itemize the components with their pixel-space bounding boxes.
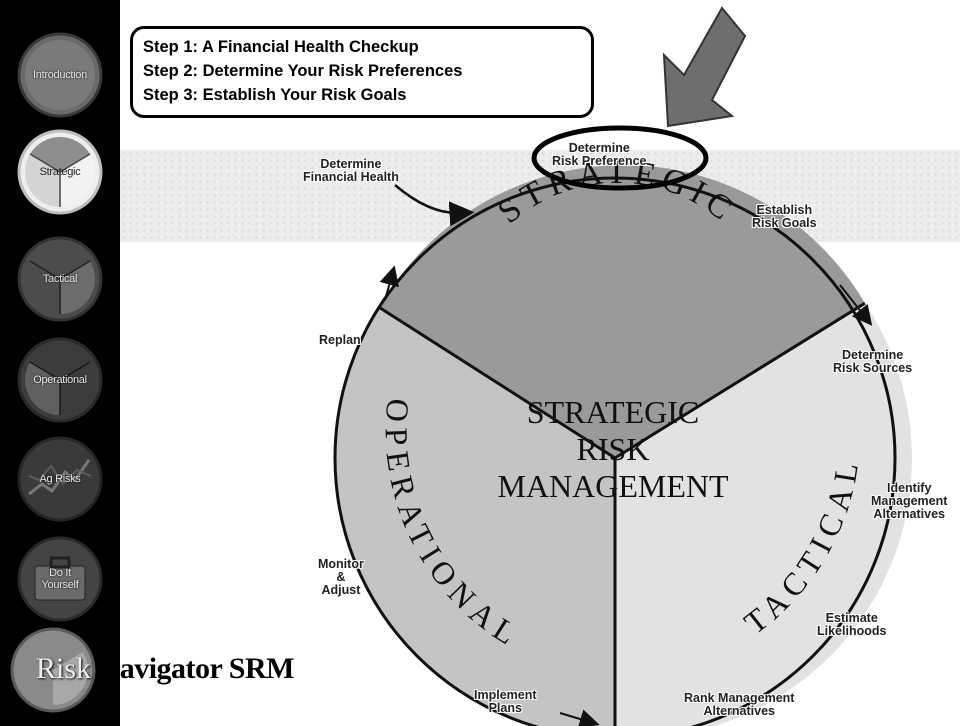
nav-ag-risks-button[interactable]: Ag Risks (17, 436, 103, 522)
nav-introduction-label: Introduction (33, 69, 87, 81)
steps-box: Step 1: A Financial Health Checkup Step … (130, 26, 594, 118)
highlight-ellipse (531, 125, 709, 191)
label-identify-management-alternatives: Identify Management Alternatives (871, 481, 948, 521)
label-determine-risk-preference: Determine Risk Preference (552, 141, 647, 168)
sidebar-nav: Introduction Strategic Tactical Operatio… (0, 0, 120, 726)
brand-part-1: Risk (36, 652, 99, 685)
label-rank-management-alternatives: Rank Management Alternatives (684, 691, 795, 718)
nav-pie-icon (17, 236, 103, 322)
label-estimate-likelihoods: Estimate Likelihoods (817, 611, 887, 638)
nav-strategic-button[interactable]: Strategic (17, 129, 103, 215)
nav-operational-label: Operational (33, 374, 87, 386)
step-3-text: Step 3: Establish Your Risk Goals (143, 86, 407, 104)
center-title: STRATEGIC RISK MANAGEMENT (497, 394, 729, 504)
label-determine-financial-health: Determine Financial Health (303, 157, 399, 184)
nav-introduction-button[interactable]: Introduction (17, 32, 103, 118)
nav-strategic-label: Strategic (39, 166, 81, 178)
step-1-text: Step 1: A Financial Health Checkup (143, 38, 419, 56)
pointer-arrow-icon (662, 6, 747, 128)
nav-disc-icon (17, 32, 103, 118)
nav-pie-icon (17, 129, 103, 215)
label-determine-risk-sources: Determine Risk Sources (833, 348, 913, 375)
nav-operational-button[interactable]: Operational (17, 337, 103, 423)
brand-disc-icon (10, 627, 96, 713)
label-establish-risk-goals: Establish Risk Goals (752, 203, 817, 230)
brand-part-2: Navigator SRM (98, 652, 295, 685)
tactical-sector (615, 303, 912, 726)
nav-tactical-button[interactable]: Tactical (17, 236, 103, 322)
brand-logo: Risk Navigator SRM (36, 652, 294, 686)
label-replan: Replan (319, 333, 361, 347)
nav-tactical-label: Tactical (42, 273, 78, 285)
operational-sector (335, 307, 615, 726)
nav-toolbox-icon (17, 536, 103, 622)
center-title-line-2: RISK (577, 431, 650, 467)
step-2-text: Step 2: Determine Your Risk Preferences (143, 62, 463, 80)
center-title-line-1: STRATEGIC (527, 394, 699, 430)
label-implement-plans: Implement Plans (474, 688, 537, 715)
center-title-line-3: MANAGEMENT (497, 468, 729, 504)
nav-pie-icon (17, 337, 103, 423)
nav-do-it-yourself-button[interactable]: Do It Yourself (17, 536, 103, 622)
label-monitor-adjust: Monitor & Adjust (318, 557, 364, 597)
nav-do-it-yourself-label: Do It Yourself (41, 567, 79, 591)
nav-ag-risks-label: Ag Risks (39, 473, 81, 485)
nav-trend-chart-icon (17, 436, 103, 522)
